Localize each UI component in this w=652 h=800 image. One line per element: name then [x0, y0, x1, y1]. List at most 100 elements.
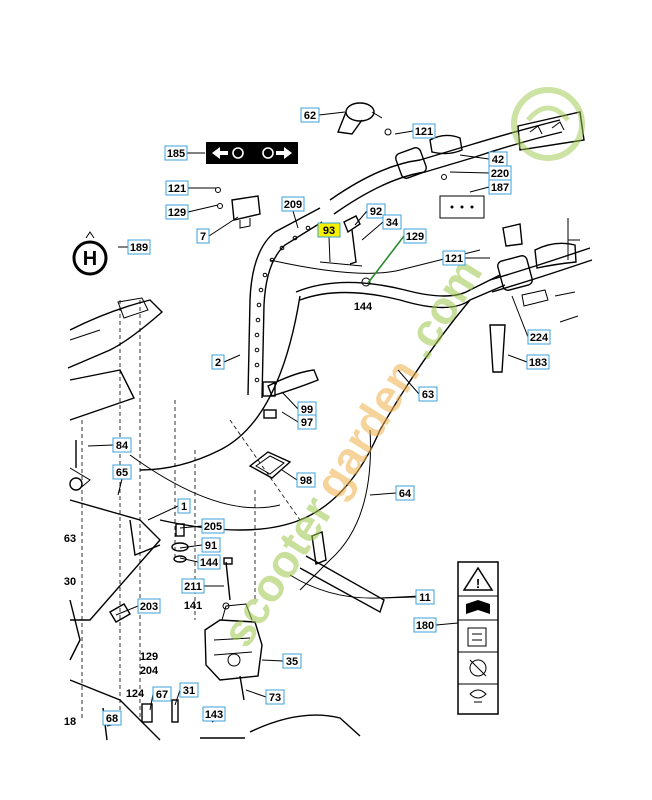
callout-c73: 73 [245, 689, 285, 705]
callout-box [165, 204, 189, 220]
gearbox-35 [204, 603, 263, 681]
handlebar-frame [129, 119, 593, 599]
callout-number: 124 [126, 688, 145, 700]
callout-c92: 92 [354, 203, 386, 226]
bracket-7 [215, 187, 261, 229]
leader-line [117, 478, 123, 496]
callout-box [137, 598, 161, 614]
callout-c97: 97 [281, 411, 317, 430]
callout-number: 63 [422, 389, 434, 401]
callout-box [412, 123, 436, 139]
leader-line [174, 689, 181, 706]
leader-line [208, 216, 239, 237]
leader-line [449, 171, 490, 174]
hardware-stack [102, 523, 245, 741]
callout-number: 203 [140, 601, 158, 613]
leader-line [367, 235, 405, 284]
callout-box [300, 107, 320, 123]
callout-number: 99 [301, 404, 313, 416]
watermark-text-1: scooter [211, 487, 343, 656]
callout-number: 224 [530, 332, 549, 344]
callout-box [317, 222, 341, 238]
callout-box [418, 386, 438, 402]
watermark: scooter garden .com [211, 249, 492, 656]
left-chassis [69, 440, 161, 741]
callout-box [102, 710, 122, 726]
engine-hood [67, 297, 164, 421]
callout-box [201, 537, 221, 553]
callout-number: 30 [64, 576, 76, 588]
callout-number: 97 [301, 417, 313, 429]
callout-box [296, 472, 316, 488]
callout-number: 183 [529, 357, 547, 369]
callout-c129a: 129 [165, 204, 219, 220]
callout-number: 141 [184, 600, 202, 612]
safety-decal-180: ! [457, 561, 499, 715]
callout-number: 220 [491, 168, 509, 180]
callout-box [395, 485, 415, 501]
callout-number: 144 [354, 301, 373, 313]
rod-11 [299, 531, 385, 614]
callout-c7: 7 [196, 216, 239, 244]
callout-c63: 63 [397, 369, 438, 402]
lower-frame [200, 714, 361, 739]
callout-box [265, 689, 285, 705]
callout-box [297, 414, 317, 430]
callout-c98: 98 [281, 469, 316, 488]
callout-c42: 42 [459, 151, 508, 167]
callout-number: 34 [386, 217, 399, 229]
leader-line [361, 221, 384, 241]
callout-c183: 183 [507, 354, 550, 370]
svg-text:!: ! [476, 576, 480, 591]
callout-c30: 30 [64, 576, 76, 588]
logo-letter: H [83, 248, 97, 270]
decal-183 [489, 324, 506, 373]
callout-number: 93 [323, 225, 335, 237]
callout-c65: 65 [112, 464, 132, 496]
leader-line [261, 659, 284, 662]
right-grip [384, 128, 463, 180]
callout-c11: 11 [379, 589, 435, 605]
callout-number: 98 [300, 475, 312, 487]
callout-c209: 209 [281, 196, 305, 229]
callout-number: 91 [205, 540, 217, 552]
callout-c35: 35 [261, 653, 302, 669]
callout-number: 1 [181, 501, 187, 513]
callout-number: 65 [116, 467, 128, 479]
leader-line [87, 444, 114, 447]
leader-line [328, 236, 331, 263]
leader-line [179, 544, 203, 549]
leader-line [469, 186, 490, 193]
leader-line [292, 210, 299, 229]
leader-line [187, 204, 219, 213]
callout-number: 62 [304, 110, 316, 122]
callout-number: 121 [168, 183, 186, 195]
callout-c34: 34 [361, 214, 402, 241]
callout-number: 11 [419, 592, 431, 604]
callout-box [164, 145, 188, 161]
callout-c121a: 121 [394, 123, 436, 139]
callout-number: 63 [64, 533, 76, 545]
callout-number: 64 [399, 488, 412, 500]
callout-c187: 187 [469, 179, 512, 195]
callout-c1: 1 [147, 498, 191, 521]
callout-number: 84 [116, 440, 129, 452]
callout-box [413, 617, 437, 633]
callout-c224: 224 [511, 295, 551, 345]
callout-box [415, 589, 435, 605]
callout-number: 68 [106, 713, 118, 725]
callout-box [177, 498, 191, 514]
leader-line [435, 622, 459, 626]
callout-number: 180 [416, 620, 434, 632]
pad-98 [248, 451, 292, 479]
callout-box [196, 228, 210, 244]
callout-c211: 211 [181, 578, 224, 594]
leader-line [245, 689, 267, 698]
callout-number: 2 [215, 357, 221, 369]
callout-c67: 67 [149, 686, 172, 711]
callout-c64: 64 [369, 485, 415, 501]
callout-c129c: 129 [140, 651, 158, 663]
callout-c18: 18 [64, 716, 76, 728]
leader-line [379, 596, 417, 599]
leader-line [147, 505, 179, 521]
